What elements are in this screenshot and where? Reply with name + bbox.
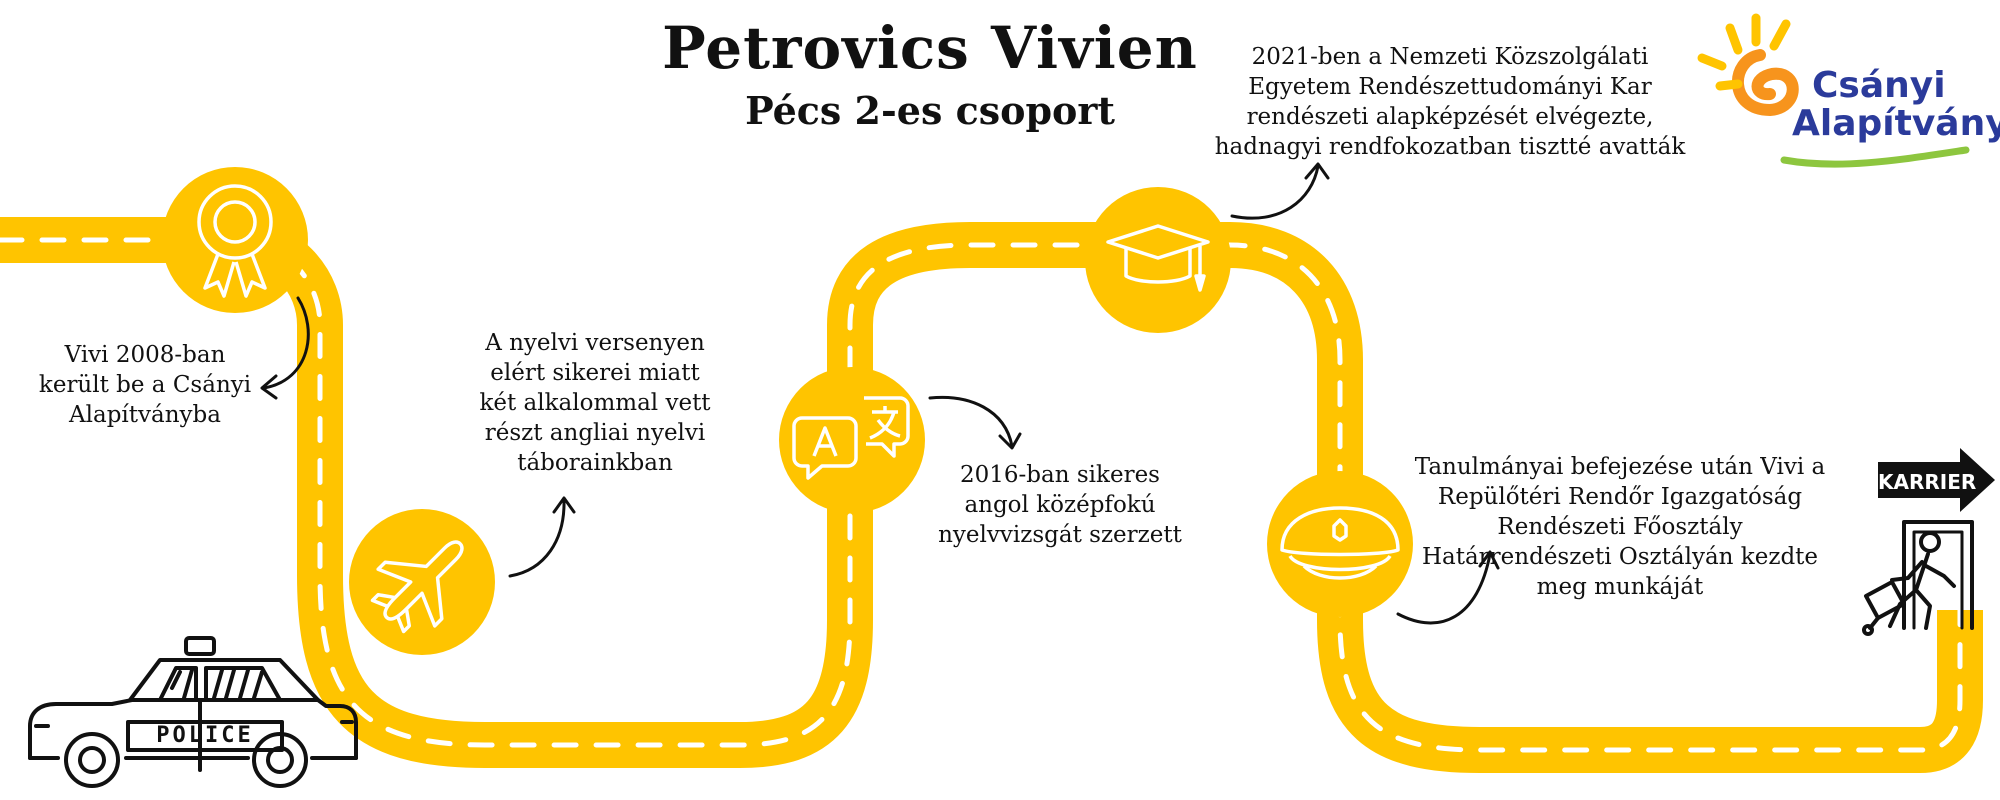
- milestone-4-line: 2021-ben a Nemzeti Közszolgálati: [1251, 44, 1649, 70]
- milestone-language: [779, 367, 925, 513]
- arrow-2: [508, 498, 566, 578]
- karrier-label: KARRIER: [1878, 470, 1977, 494]
- milestone-police-cap: [1267, 471, 1413, 617]
- arrow-3: [928, 395, 1014, 448]
- milestone-5-line: Repülőtéri Rendőr Igazgatóság: [1437, 484, 1803, 510]
- milestone-1-line: került be a Csányi: [38, 372, 252, 398]
- page-subtitle: Pécs 2-es csoport: [745, 88, 1115, 133]
- milestone-1-text: Vivi 2008-ban került be a Csányi Alapítv…: [20, 340, 270, 430]
- logo-line-1: Csányi: [1812, 65, 1946, 106]
- milestone-3-line: angol középfokú: [964, 492, 1156, 518]
- milestone-4-text: 2021-ben a Nemzeti Közszolgálati Egyetem…: [1200, 42, 1700, 162]
- milestone-2-text: A nyelvi versenyen elért sikerei miatt k…: [460, 328, 730, 478]
- milestone-2-line: táborainkban: [517, 450, 673, 476]
- milestone-5-line: Rendészeti Főosztály: [1497, 514, 1743, 540]
- language-translate-icon: [792, 396, 910, 480]
- milestone-3-text: 2016-ban sikeres angol középfokú nyelvvi…: [920, 460, 1200, 550]
- arrow-1: [262, 296, 310, 390]
- award-ribbon-icon: [197, 184, 273, 298]
- milestone-2-line: A nyelvi versenyen: [485, 330, 705, 356]
- police-car-icon: [28, 636, 358, 788]
- milestone-graduation: [1085, 187, 1231, 333]
- road: [0, 217, 1983, 773]
- sun-hand-logo-icon: [1697, 13, 1970, 168]
- milestone-2-line: részt angliai nyelvi: [484, 420, 706, 446]
- milestone-4-line: rendészeti alapképzését elvégezte,: [1246, 104, 1654, 130]
- graduation-cap-icon: [1106, 224, 1210, 292]
- milestone-2-line: elért sikerei miatt: [490, 360, 700, 386]
- arrow-5: [1396, 552, 1492, 625]
- police-car-label: POLICE: [156, 723, 254, 748]
- airplane-icon: [370, 540, 464, 634]
- milestone-5-line: Tanulmányai befejezése után Vivi a: [1414, 454, 1826, 480]
- milestone-4-line: hadnagyi rendfokozatban tisztté avatták: [1214, 134, 1686, 160]
- milestone-5-text: Tanulmányai befejezése után Vivi a Repül…: [1390, 452, 1850, 602]
- page-title: Petrovics Vivien: [662, 14, 1198, 82]
- logo-line-2: Alapítvány: [1792, 103, 2000, 144]
- milestone-4-line: Egyetem Rendészettudományi Kar: [1248, 74, 1652, 100]
- connector-arrows: [260, 162, 1500, 625]
- arrow-4: [1230, 164, 1320, 220]
- milestone-2-line: két alkalommal vett: [479, 390, 711, 416]
- milestone-3-line: 2016-ban sikeres: [960, 462, 1160, 488]
- person-exit-door-luggage-icon: [1862, 520, 1974, 636]
- milestone-1-line: Vivi 2008-ban: [64, 342, 226, 368]
- milestone-5-line: Határrendészeti Osztályán kezdte: [1421, 544, 1819, 570]
- police-cap-icon: [1280, 506, 1400, 580]
- milestone-award: [162, 167, 308, 313]
- milestone-5-line: meg munkáját: [1536, 574, 1704, 600]
- milestone-3-line: nyelvvizsgát szerzett: [938, 522, 1182, 548]
- milestone-1-line: Alapítványba: [69, 402, 221, 428]
- karrier-sign: [1878, 448, 1995, 512]
- milestone-airplane: [349, 509, 495, 655]
